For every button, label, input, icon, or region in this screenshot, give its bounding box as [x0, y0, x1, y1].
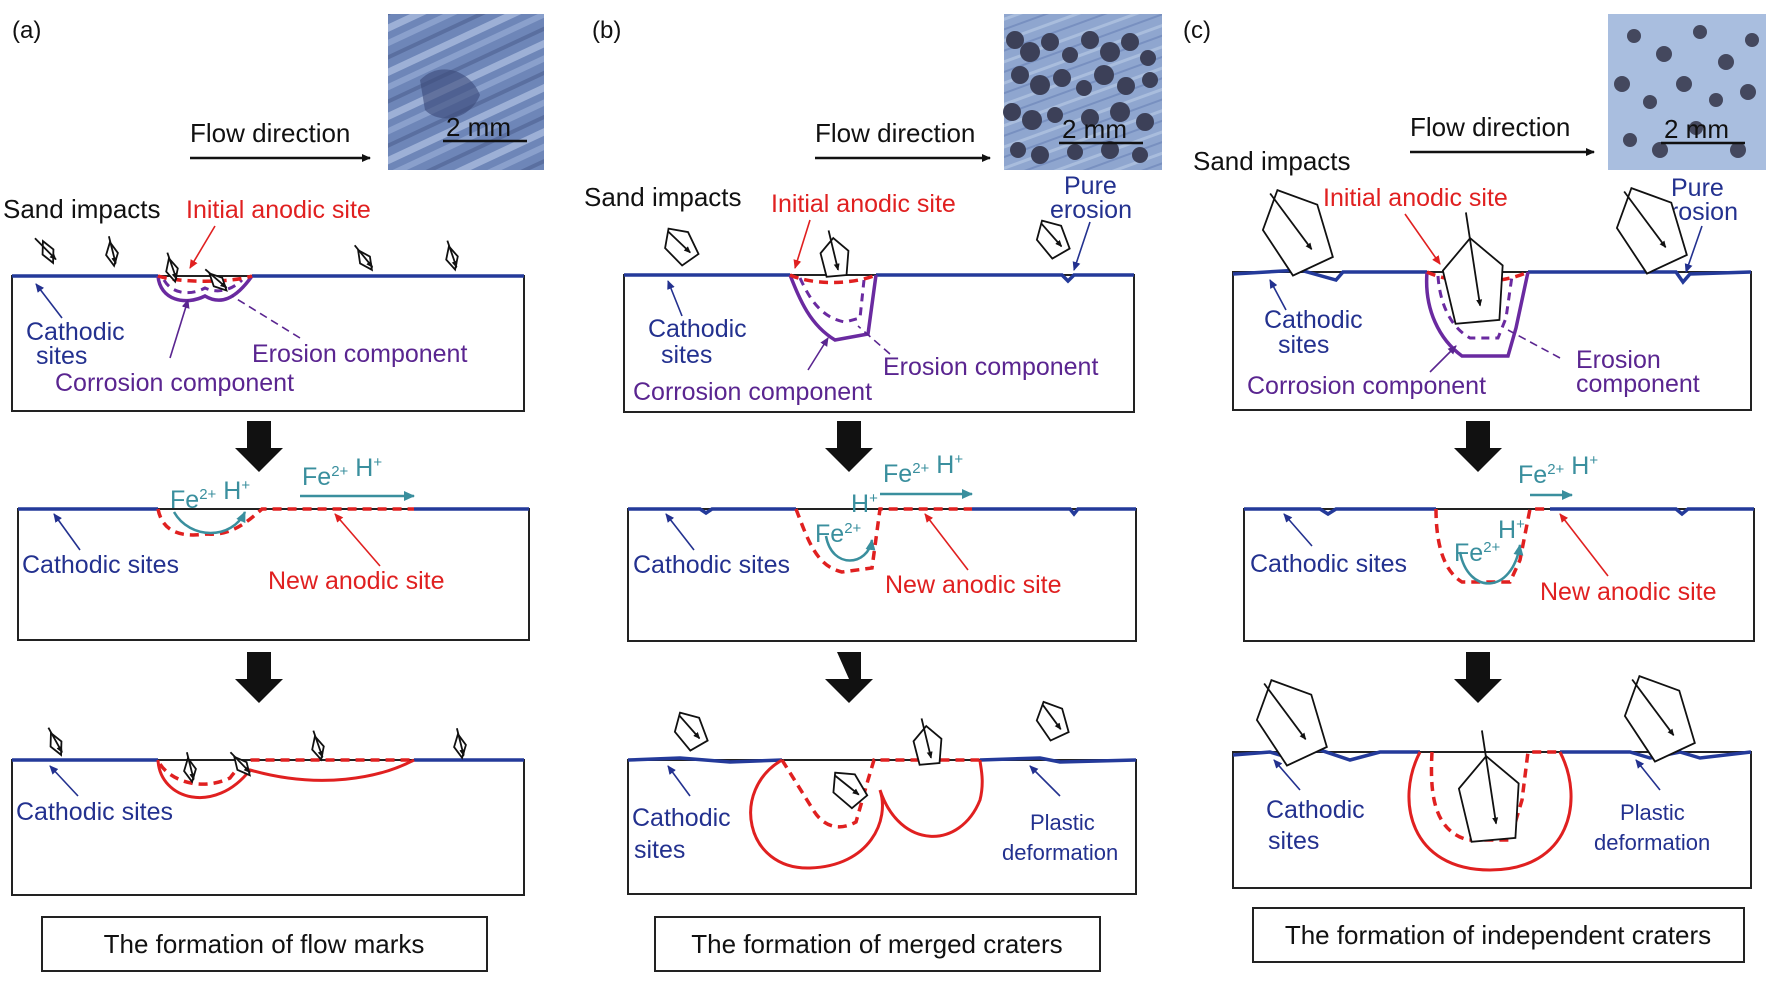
panel-a: (a) 2 mm Flow direction Sand impacts Ini… — [3, 14, 544, 972]
erosion-component-label: Erosion component — [883, 353, 1098, 381]
sand-impacts-label: Sand impacts — [3, 194, 161, 224]
erosion-component-label: Erosion — [1576, 346, 1661, 374]
corrosion-component-outline — [156, 274, 254, 303]
plastic-deformation-label-line2: deformation — [1594, 830, 1710, 855]
cathodic-sites-label-3: Cathodic — [1266, 796, 1365, 824]
panel-a-micrograph: 2 mm — [388, 14, 544, 170]
pure-erosion-label-line2: erosion — [1050, 196, 1132, 224]
specimen-box-3 — [627, 759, 1137, 895]
scale-bar-label: 2 mm — [1664, 114, 1729, 144]
plastic-deformation-label: Plastic — [1620, 800, 1685, 825]
cathodic-sites-label-2: Cathodic sites — [633, 551, 790, 579]
erosion-component-label-line2: component — [1576, 370, 1700, 398]
cathodic-sites-label-3-line2: sites — [634, 836, 685, 864]
ion-fe-label: Fe2+ — [815, 520, 862, 548]
merged-craters — [749, 758, 984, 870]
scale-bar-label: 2 mm — [1062, 114, 1127, 144]
caption-c: The formation of independent craters — [1285, 920, 1711, 950]
cathodic-sites-label-line2: sites — [1278, 331, 1329, 359]
ions-label-top: Fe2+ H+ — [1518, 452, 1598, 489]
panel-b: (b) 2 mm Flow direction Sand impacts Ini… — [584, 14, 1162, 972]
panel-a-letter: (a) — [12, 17, 41, 44]
specimen-box-3 — [11, 759, 525, 896]
cathodic-sites-label: Cathodic — [648, 315, 747, 343]
cathodic-sites-label-line2: sites — [36, 342, 87, 370]
caption-box-b — [654, 916, 1101, 972]
specimen-box-2 — [627, 508, 1137, 642]
flow-direction-label: Flow direction — [190, 118, 350, 148]
step-arrow-2 — [235, 652, 283, 703]
sand-impacts-label: Sand impacts — [1193, 146, 1351, 176]
pure-erosion-label: Pure — [1064, 172, 1117, 200]
panel-c: (c) 2 mm Flow direction Sand impacts Ini… — [1183, 14, 1766, 963]
caption-a: The formation of flow marks — [104, 929, 425, 959]
corrosion-component-label: Corrosion component — [633, 378, 872, 406]
specimen-box-2 — [17, 508, 530, 641]
specimen-box-2 — [1243, 508, 1755, 642]
ions-label-right: Fe2+ H+ — [302, 454, 382, 491]
initial-anodic-site-label: Initial anodic site — [186, 196, 371, 224]
ion-h-label: H+ — [1498, 516, 1525, 544]
new-anodic-site-label: New anodic site — [1540, 578, 1716, 606]
sand-impacts-label: Sand impacts — [584, 182, 742, 212]
ions-label-top: Fe2+ H+ — [883, 451, 963, 488]
initial-anodic-site-label: Initial anodic site — [771, 190, 956, 218]
cathodic-sites-label-line2: sites — [661, 341, 712, 369]
plastic-deformation-label-line2: deformation — [1002, 840, 1118, 865]
panel-c-letter: (c) — [1183, 17, 1211, 44]
scale-bar-label: 2 mm — [446, 112, 511, 142]
cathodic-sites-label-2: Cathodic sites — [22, 551, 179, 579]
corrosion-component-label: Corrosion component — [55, 369, 294, 397]
specimen-box-1 — [11, 275, 525, 412]
initial-anodic-site-line — [157, 274, 253, 283]
flow-direction-label: Flow direction — [1410, 112, 1570, 142]
panel-b-letter: (b) — [592, 17, 621, 44]
cathodic-sites-label-2: Cathodic sites — [1250, 550, 1407, 578]
new-anodic-site-label: New anodic site — [268, 567, 444, 595]
caption-box-a — [41, 916, 488, 972]
independent-crater — [1407, 751, 1573, 872]
erosion-component-label: Erosion component — [252, 340, 467, 368]
cathodic-sites-label-3-line2: sites — [1268, 827, 1319, 855]
ions-label-left: Fe2+ H+ — [170, 477, 250, 514]
cathodic-sites-label-3: Cathodic — [632, 804, 731, 832]
corrosion-component-label: Corrosion component — [1247, 372, 1486, 400]
plastic-deformation-label: Plastic — [1030, 810, 1095, 835]
erosion-component-outline — [162, 278, 244, 295]
flow-direction-label: Flow direction — [815, 118, 975, 148]
ion-h-label: H+ — [851, 490, 878, 518]
panel-b-micrograph: 2 mm — [1003, 14, 1162, 170]
ion-fe-label: Fe2+ — [1454, 539, 1501, 567]
cathodic-sites-label-3: Cathodic sites — [16, 798, 173, 826]
initial-anodic-site-label: Initial anodic site — [1323, 184, 1508, 212]
step-arrow-1 — [235, 421, 283, 472]
caption-b: The formation of merged craters — [691, 929, 1062, 959]
cathodic-sites-label: Cathodic — [1264, 306, 1363, 334]
panel-c-micrograph: 2 mm — [1608, 14, 1766, 170]
new-anodic-site-label: New anodic site — [885, 571, 1061, 599]
pure-erosion-label: Pure — [1671, 174, 1724, 202]
sand-particles — [34, 236, 459, 292]
cathodic-sites-label: Cathodic — [26, 318, 125, 346]
caption-box-c — [1252, 907, 1745, 963]
